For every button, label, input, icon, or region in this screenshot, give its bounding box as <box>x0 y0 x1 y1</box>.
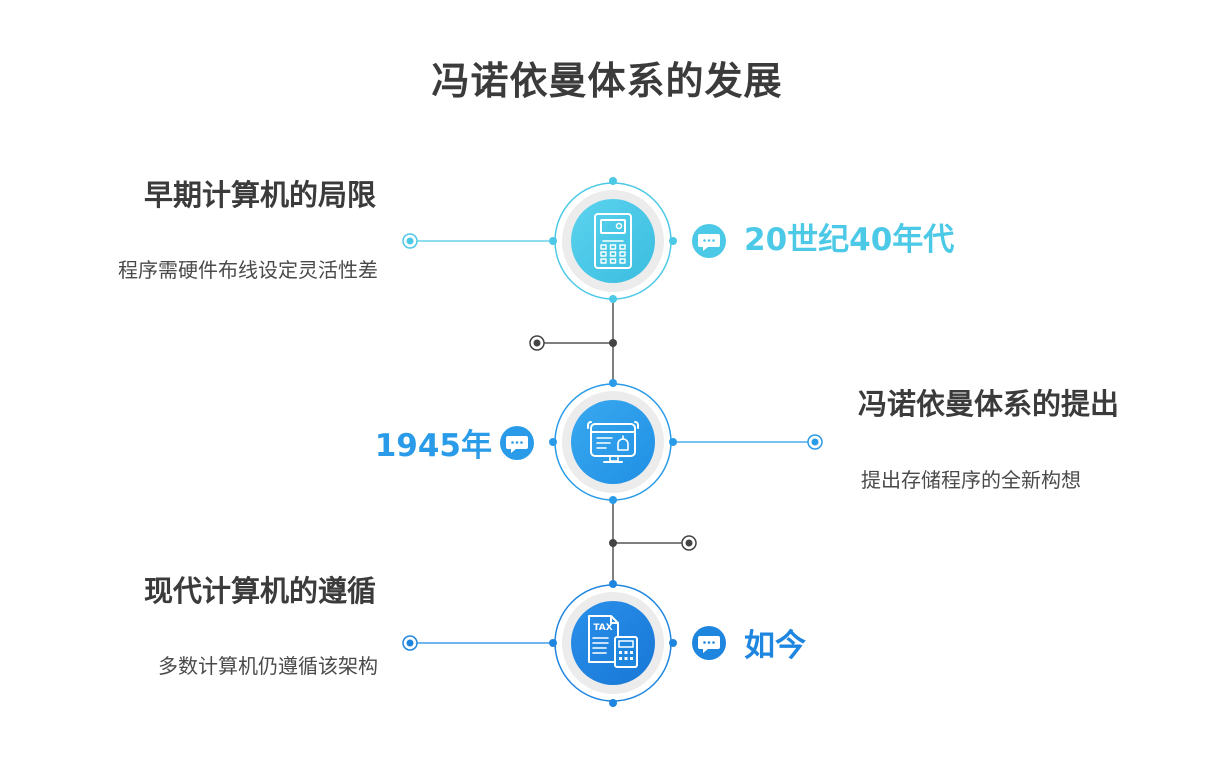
milestone-1-heading: 早期计算机的局限 <box>143 178 376 212</box>
milestone-2-heading: 冯诺依曼体系的提出 <box>858 387 1120 421</box>
milestone-3-heading: 现代计算机的遵循 <box>143 574 376 608</box>
branch-connector-2 <box>609 535 697 551</box>
page-title: 冯诺依曼体系的发展 <box>431 59 783 103</box>
milestone-1-date: 20世纪40年代 <box>744 222 955 258</box>
chat-bubble-icon <box>692 224 726 258</box>
milestone-3-date: 如今 <box>744 628 806 664</box>
tax-calculator-icon: TAX <box>588 615 638 668</box>
calculator-icon <box>594 213 632 269</box>
milestone-3-description: 多数计算机仍遵循该架构 <box>158 654 378 678</box>
svg-text:TAX: TAX <box>593 623 612 633</box>
computer-blueprint-icon <box>587 421 639 463</box>
chat-bubble-icon <box>500 426 534 460</box>
chat-bubble-icon <box>692 626 726 660</box>
milestone-1-node <box>402 177 726 303</box>
milestone-2-date: 1945年 <box>374 428 492 464</box>
branch-connector-1 <box>529 335 617 351</box>
milestone-3-node: TAX <box>402 580 726 707</box>
milestone-1-description: 程序需硬件布线设定灵活性差 <box>118 258 378 282</box>
milestone-2-node <box>500 379 823 504</box>
milestone-2-description: 提出存储程序的全新构想 <box>861 468 1081 492</box>
